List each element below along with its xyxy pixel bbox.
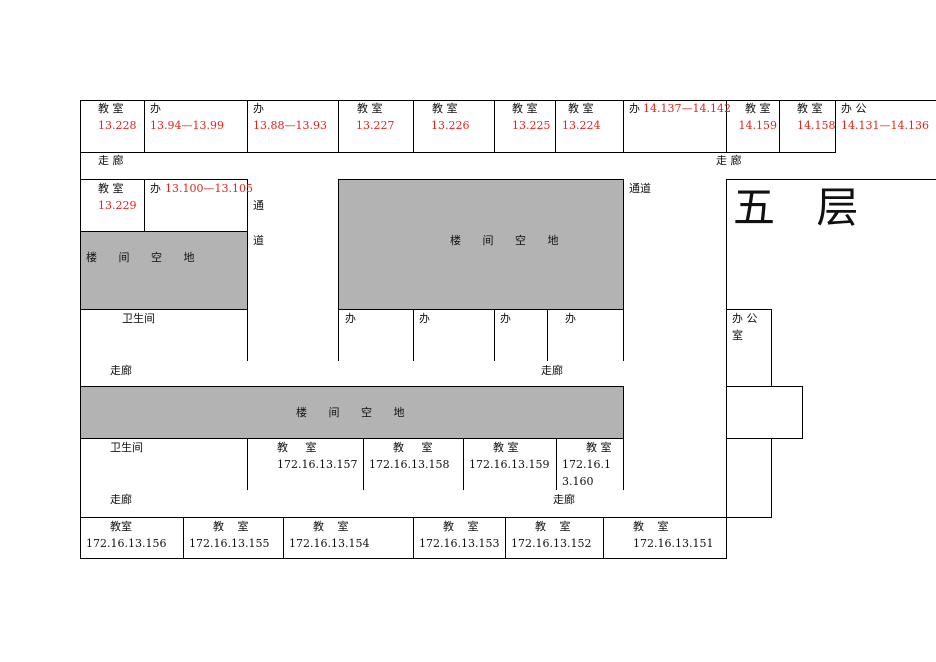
room-ip: 13.228 xyxy=(98,119,137,132)
room-top-1 xyxy=(80,100,145,153)
corridor-label: 走 廊 xyxy=(98,154,124,167)
toilet-label: 卫生间 xyxy=(122,312,155,325)
room-ip: 13.100—13.105 xyxy=(165,182,253,195)
room-middle-3 xyxy=(463,438,557,491)
room-label: 教 室 xyxy=(493,441,519,454)
room-label: 教 室 xyxy=(797,102,823,115)
office-room-label: 办 公 室 xyxy=(732,312,758,342)
room-ip: 13.226 xyxy=(431,119,470,132)
room-ip: 172.16.13.151 xyxy=(633,537,714,550)
toilet-left-top xyxy=(80,309,248,362)
toilet-left-bottom xyxy=(80,438,248,491)
room-label: 办 xyxy=(253,102,264,115)
passage-label: 通道 xyxy=(629,182,651,195)
corridor-label: 走廊 xyxy=(553,493,575,506)
room-label: 教 室 xyxy=(568,102,594,115)
office-center-3 xyxy=(494,309,548,362)
office-label: 办 xyxy=(419,312,430,325)
courtyard-left xyxy=(80,231,248,310)
room-ip: 13.224 xyxy=(562,119,601,132)
room-right-small xyxy=(726,386,803,439)
corridor-label: 走廊 xyxy=(110,493,132,506)
corridor-lower xyxy=(80,490,772,518)
office-label: 办 xyxy=(565,312,576,325)
room-bottom-2 xyxy=(183,517,284,559)
room-label: 教 室 xyxy=(213,520,249,533)
corridor-label: 走廊 xyxy=(541,364,563,377)
room-label: 办 xyxy=(150,182,161,195)
room-ip: 172.16.13.159 xyxy=(469,458,550,471)
room-left-1 xyxy=(80,179,145,232)
room-bottom-6 xyxy=(603,517,727,559)
room-label: 教 室 xyxy=(633,520,669,533)
passage-label: 道 xyxy=(253,234,264,247)
room-label: 教 室 xyxy=(98,102,124,115)
room-top-10 xyxy=(779,100,836,153)
room-ip: 13.225 xyxy=(512,119,551,132)
room-ip: 14.137—14.142 xyxy=(643,102,731,115)
office-right xyxy=(726,309,772,387)
room-top-9 xyxy=(726,100,780,153)
room-ip: 14.131—14.136 xyxy=(841,119,929,132)
room-label: 教室 xyxy=(110,520,132,533)
room-top-7 xyxy=(555,100,624,153)
courtyard-label: 楼 间 空 地 xyxy=(450,234,559,247)
room-ip: 13.227 xyxy=(356,119,395,132)
room-bottom-1 xyxy=(80,517,184,559)
room-label: 教 室 xyxy=(277,441,317,454)
passage-label: 通 xyxy=(253,199,264,212)
courtyard-label: 楼 间 空 地 xyxy=(86,251,195,264)
room-label: 教 室 xyxy=(586,441,612,454)
corridor-top xyxy=(80,152,836,180)
office-label: 办 xyxy=(500,312,511,325)
room-top-2 xyxy=(144,100,248,153)
room-ip: 172.16.13.157 xyxy=(277,458,358,471)
room-middle-2 xyxy=(363,438,464,491)
courtyard-center xyxy=(338,179,624,310)
room-ip: 172.16.13.153 xyxy=(419,537,500,550)
room-ip: 13.94—13.99 xyxy=(150,119,224,132)
room-left-2 xyxy=(144,179,248,232)
room-label: 办 xyxy=(150,102,161,115)
room-ip: 172.16.13.160 xyxy=(562,458,611,488)
corridor-middle xyxy=(80,361,624,388)
floor-title: 五 层 xyxy=(733,183,873,232)
room-ip: 172.16.13.156 xyxy=(86,537,167,550)
room-ip: 13.229 xyxy=(98,199,137,212)
room-ip: 172.16.13.152 xyxy=(511,537,592,550)
room-label: 办 xyxy=(629,102,640,115)
room-ip: 172.16.13.158 xyxy=(369,458,450,471)
corridor-label: 走 廊 xyxy=(716,154,742,167)
room-ip: 172.16.13.155 xyxy=(189,537,270,550)
corridor-label: 走廊 xyxy=(110,364,132,377)
room-ip: 14.159 xyxy=(738,119,778,132)
room-label: 教 室 xyxy=(432,102,458,115)
room-middle-1 xyxy=(247,438,364,491)
room-ip: 172.16.13.154 xyxy=(289,537,370,550)
room-right-lower xyxy=(726,438,772,518)
office-center-1 xyxy=(338,309,414,362)
room-label: 教 室 xyxy=(313,520,349,533)
room-label: 教 室 xyxy=(393,441,433,454)
room-label: 教 室 xyxy=(357,102,383,115)
office-center-2 xyxy=(413,309,495,362)
room-bottom-3 xyxy=(283,517,414,559)
toilet-label: 卫生间 xyxy=(110,441,143,454)
office-center-4 xyxy=(547,309,624,362)
room-label: 教 室 xyxy=(535,520,571,533)
room-bottom-5 xyxy=(505,517,604,559)
room-top-8 xyxy=(623,100,727,153)
room-label: 办 公 xyxy=(841,102,867,115)
courtyard-label: 楼 间 空 地 xyxy=(296,406,405,419)
room-top-6 xyxy=(494,100,556,153)
room-label: 教 室 xyxy=(443,520,479,533)
room-label: 教 室 xyxy=(745,102,771,115)
room-label: 教 室 xyxy=(512,102,538,115)
office-label: 办 xyxy=(345,312,356,325)
room-ip: 14.158 xyxy=(797,119,836,132)
room-ip: 13.88—13.93 xyxy=(253,119,327,132)
room-bottom-4 xyxy=(413,517,506,559)
room-label: 教 室 xyxy=(98,182,124,195)
